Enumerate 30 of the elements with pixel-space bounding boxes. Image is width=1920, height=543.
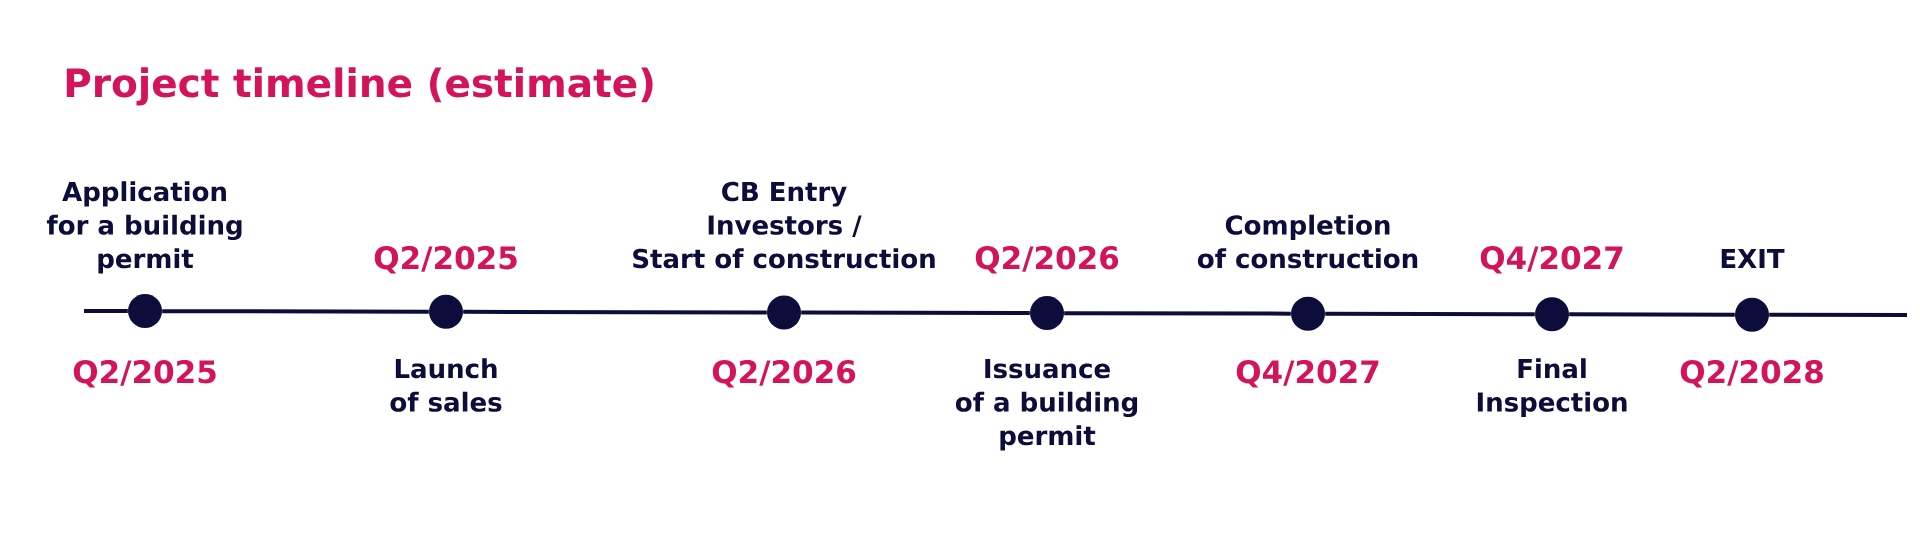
timeline-line: [84, 309, 128, 314]
timeline-dot: [1291, 296, 1325, 331]
timeline-line: [1769, 312, 1907, 317]
timeline-line: [1064, 311, 1291, 316]
timeline-line: [463, 309, 767, 315]
date-label: Q2/2025: [73, 360, 216, 388]
title: Project timeline (estimate): [66, 67, 653, 106]
date-label: Q2/2026: [975, 246, 1119, 274]
milestone-label: Issuance of a building permit: [955, 359, 1138, 451]
milestone-label: Application for a building permit: [46, 181, 242, 274]
timeline-line: [1569, 312, 1735, 317]
date-label: Q2/2026: [712, 360, 856, 388]
milestone-label: EXIT: [1721, 249, 1785, 268]
date-label: Q2/2025: [374, 246, 517, 274]
timeline-line: [1325, 311, 1535, 317]
milestone-label: CB Entry Investors / Start of construction: [633, 181, 935, 269]
date-label: Q4/2027: [1480, 246, 1623, 274]
timeline-dot: [429, 294, 463, 329]
timeline-dot: [1535, 297, 1569, 332]
timeline-dot: [1030, 296, 1064, 331]
timeline-dot: [767, 295, 801, 330]
timeline-line: [801, 310, 1030, 316]
timeline-dot: [1735, 297, 1769, 332]
date-label: Q4/2027: [1236, 360, 1379, 388]
timeline-dot: [128, 294, 162, 329]
date-label: Q2/2028: [1680, 360, 1823, 388]
timeline-line: [162, 309, 429, 314]
milestone-label: Launch of sales: [390, 358, 502, 412]
milestone-label: Completion of construction: [1197, 214, 1418, 269]
milestone-label: Final Inspection: [1477, 358, 1627, 417]
